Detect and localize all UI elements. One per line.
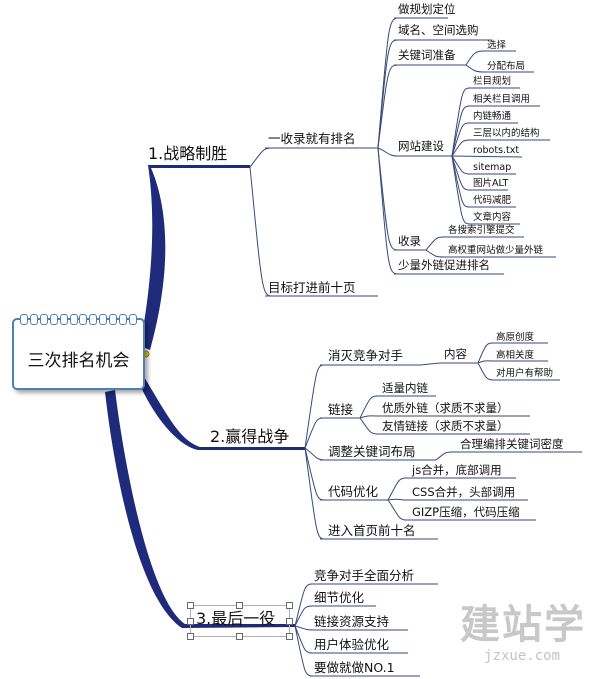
site-item[interactable]: 三层以内的结构 [473,128,540,139]
site-item[interactable]: 文章内容 [473,212,512,223]
index-item[interactable]: 高权重网站做少量外链 [448,245,544,256]
central-topic-label: 三次排名机会 [27,351,130,371]
topic-keyword-layout-adjust[interactable]: 调整关键词布局 [328,444,416,459]
site-item[interactable]: 代码减肥 [473,195,512,206]
notebook-rings [20,314,137,325]
final-item[interactable]: 用户体验优化 [314,637,390,652]
topic-keyword-prep[interactable]: 关键词准备 [398,48,456,62]
topic-top-ten-pages[interactable]: 目标打进前十页 [268,280,356,295]
resize-handle[interactable] [187,618,194,625]
topic-content[interactable]: 内容 [444,347,467,361]
site-item[interactable]: 内链畅通 [473,111,512,122]
code-item[interactable]: js合并，底部调用 [412,463,502,477]
topic-keyword-layout[interactable]: 分配布局 [487,61,526,72]
final-item[interactable]: 竞争对手全面分析 [314,568,415,583]
branch-win-war[interactable]: 2.赢得战争 [210,427,290,446]
site-item[interactable]: 相关栏目调用 [473,94,531,105]
final-item[interactable]: 链接资源支持 [314,614,390,629]
topic-site-build[interactable]: 网站建设 [398,139,444,153]
topic-code-optimize[interactable]: 代码优化 [328,484,379,499]
link-item[interactable]: 友情链接（求质不求量） [382,419,509,433]
resize-handle[interactable] [187,633,194,640]
topic-homepage-top10[interactable]: 进入首页前十名 [328,523,416,538]
link-item[interactable]: 适量内链 [382,381,428,395]
site-item[interactable]: 图片ALT [473,178,509,189]
watermark-logo: 建站学 [460,602,586,648]
topic-domain[interactable]: 域名、空间选购 [398,23,479,37]
resize-handle[interactable] [236,602,243,609]
resize-handle[interactable] [286,602,293,609]
link-item[interactable]: 优质外链（求质不求量） [382,401,509,415]
content-item[interactable]: 高原创度 [496,332,535,343]
content-item[interactable]: 对用户有帮助 [496,368,554,379]
site-item[interactable]: robots.txt [473,145,520,156]
topic-index-rank[interactable]: 一收录就有排名 [268,131,356,146]
topic-indexing[interactable]: 收录 [398,234,421,248]
code-item[interactable]: GIZP压缩，代码压缩 [412,505,520,519]
final-item[interactable]: 细节优化 [314,590,365,605]
watermark-url: jzxue.com [484,648,560,664]
resize-handle[interactable] [236,633,243,640]
resize-handle[interactable] [286,633,293,640]
resize-handle[interactable] [286,618,293,625]
selection-box[interactable] [187,602,293,640]
branch-curve-1 [140,165,250,350]
topic-planning[interactable]: 做规划定位 [398,2,456,16]
code-item[interactable]: CSS合并，头部调用 [412,485,516,499]
branch-curve-3 [105,390,295,628]
branch-final-battle[interactable]: 3.最后一役 [196,609,276,628]
central-topic[interactable]: 三次排名机会 [12,314,145,390]
topic-beat-competitors[interactable]: 消灭竞争对手 [328,348,404,363]
branch-strategy[interactable]: 1.战略制胜 [148,144,228,163]
content-item[interactable]: 高相关度 [496,350,535,361]
index-item[interactable]: 各搜索引擎提交 [448,225,515,236]
keyword-density[interactable]: 合理编排关键词密度 [460,437,564,451]
site-item[interactable]: 栏目规划 [473,76,512,87]
final-item[interactable]: 要做就做NO.1 [314,660,395,675]
topic-links[interactable]: 链接 [328,402,354,417]
resize-handle[interactable] [187,602,194,609]
site-item[interactable]: sitemap [473,162,512,173]
topic-keyword-select[interactable]: 选择 [487,40,507,51]
topic-few-links[interactable]: 少量外链促进排名 [398,258,490,272]
